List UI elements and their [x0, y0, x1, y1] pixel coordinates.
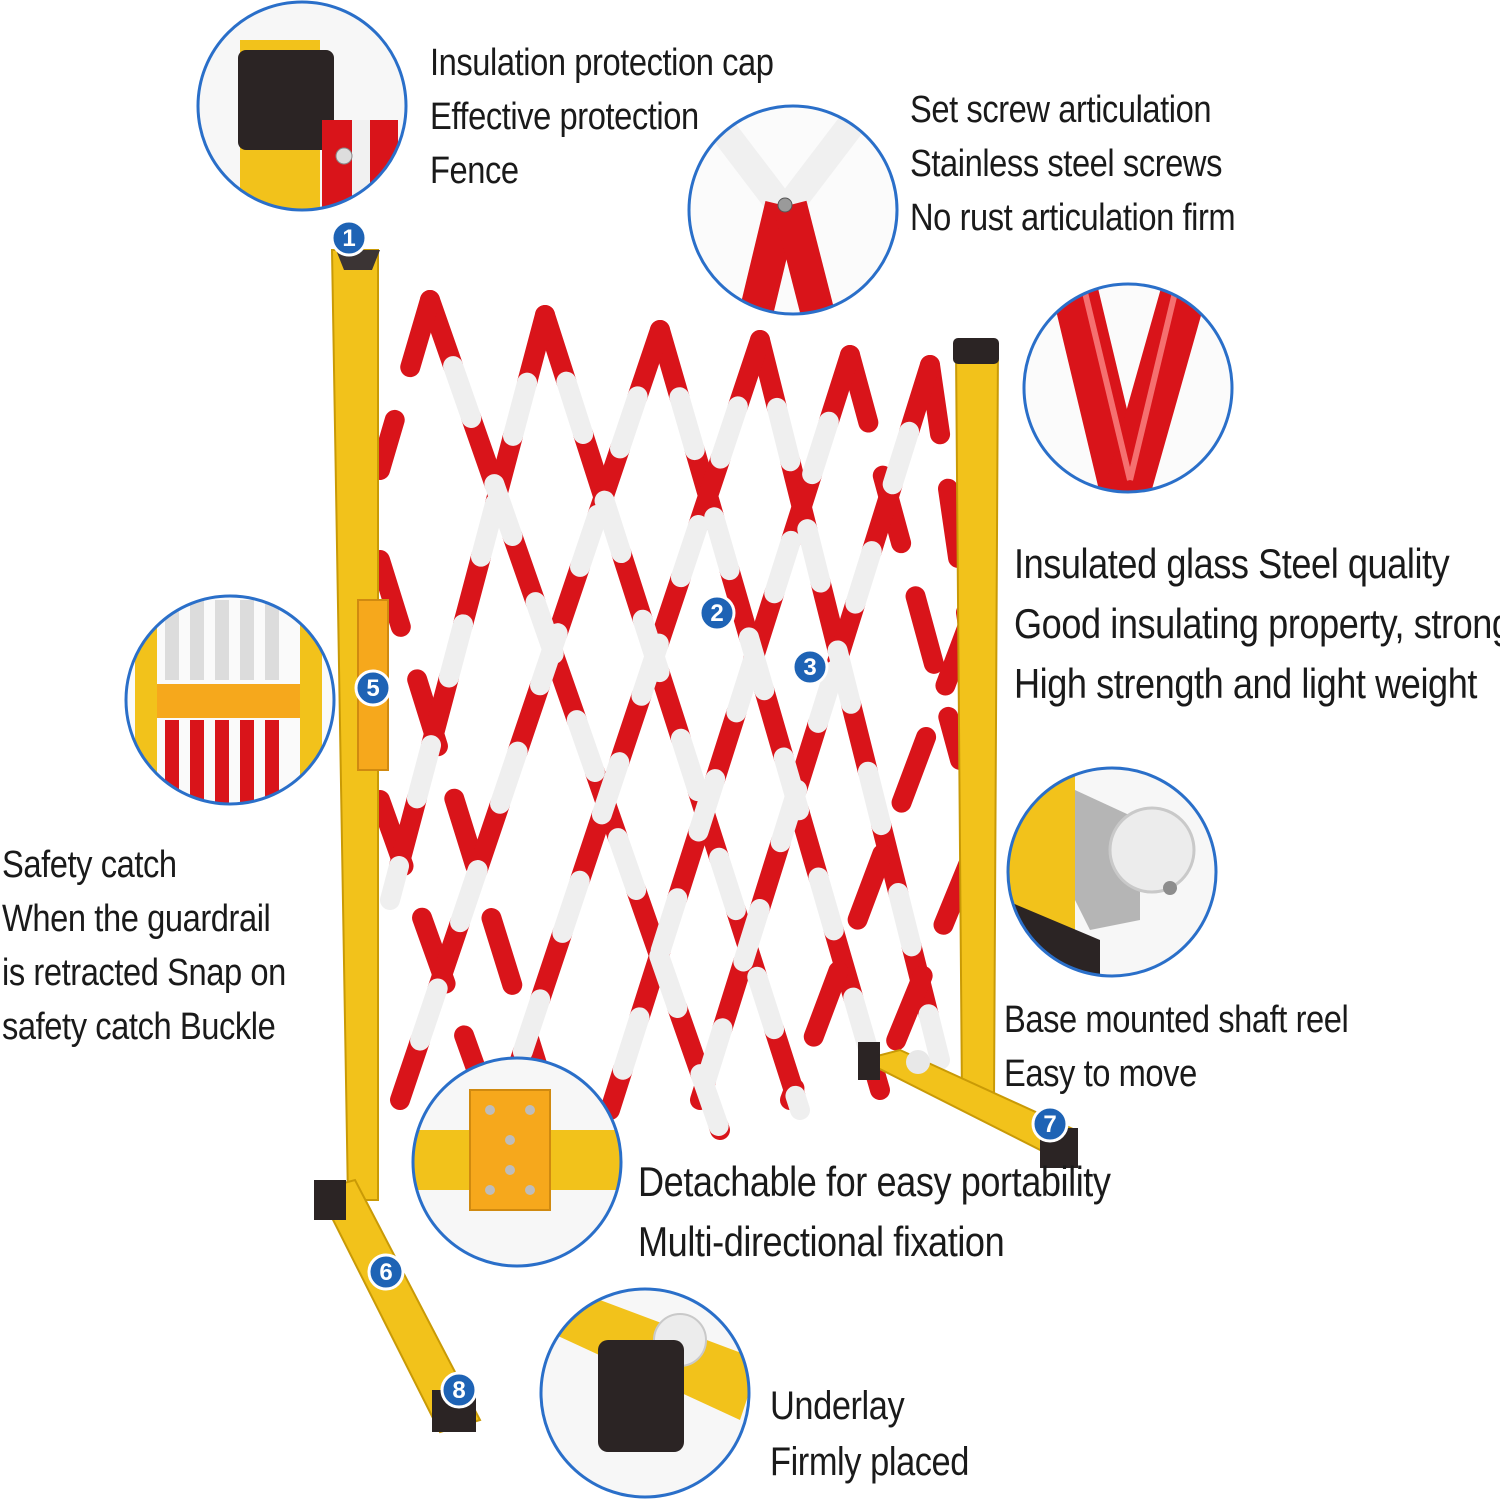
caption-shaft-reel: Base mounted shaft reel Easy to move	[1004, 993, 1349, 1101]
caption-line: Firmly placed	[770, 1440, 969, 1484]
number-markers: 1 2 3 5 6 7 8	[330, 219, 1069, 1409]
caption-line: Underlay	[770, 1384, 905, 1428]
marker-6: 6	[367, 1253, 405, 1291]
detail-shaft-reel	[1006, 766, 1218, 978]
detail-insulation-cap	[196, 0, 408, 212]
caption-line: Stainless steel screws	[910, 143, 1223, 185]
marker-3: 3	[791, 648, 829, 686]
caption-line: Safety catch	[2, 844, 177, 886]
caption-line: safety catch Buckle	[2, 1006, 276, 1048]
marker-7: 7	[1031, 1105, 1069, 1143]
caption-line: When the guardrail	[2, 898, 271, 940]
marker-8: 8	[440, 1371, 478, 1409]
detail-safety-catch	[124, 594, 336, 806]
caption-line: Detachable for easy portability	[638, 1158, 1111, 1205]
caption-line: Insulation protection cap	[430, 42, 774, 84]
detail-underlay	[539, 1287, 751, 1499]
caption-line: Base mounted shaft reel	[1004, 999, 1349, 1041]
caption-line: High strength and light weight	[1014, 660, 1477, 707]
svg-text:1: 1	[342, 225, 355, 252]
svg-text:8: 8	[452, 1377, 465, 1404]
caption-glass-steel: Insulated glass Steel quality Good insul…	[1014, 534, 1500, 714]
marker-1: 1	[330, 219, 368, 257]
caption-line: Easy to move	[1004, 1053, 1197, 1095]
detail-rod-material	[1022, 282, 1234, 494]
caption-line: Insulated glass Steel quality	[1014, 540, 1450, 587]
caption-line: Good insulating property, strong	[1014, 600, 1500, 647]
marker-2: 2	[698, 594, 736, 632]
caption-underlay: Underlay Firmly placed	[770, 1378, 969, 1490]
caption-line: Set screw articulation	[910, 89, 1212, 131]
marker-5: 5	[354, 669, 392, 707]
caption-set-screw: Set screw articulation Stainless steel s…	[910, 83, 1236, 245]
svg-text:5: 5	[366, 675, 379, 702]
caption-insulation-cap: Insulation protection cap Effective prot…	[430, 36, 774, 198]
caption-safety-catch: Safety catch When the guardrail is retra…	[2, 838, 286, 1054]
svg-text:2: 2	[710, 600, 723, 627]
svg-text:6: 6	[379, 1259, 392, 1286]
caption-line: No rust articulation firm	[910, 197, 1236, 239]
svg-text:3: 3	[803, 654, 816, 681]
caption-line: Fence	[430, 150, 519, 192]
detail-detachable-joint	[411, 1056, 623, 1268]
expandable-lattice	[370, 290, 980, 1140]
caption-line: is retracted Snap on	[2, 952, 286, 994]
caption-line: Multi-directional fixation	[638, 1218, 1005, 1265]
caption-line: Effective protection	[430, 96, 699, 138]
caption-detachable: Detachable for easy portability Multi-di…	[638, 1152, 1111, 1272]
svg-text:7: 7	[1043, 1111, 1056, 1138]
